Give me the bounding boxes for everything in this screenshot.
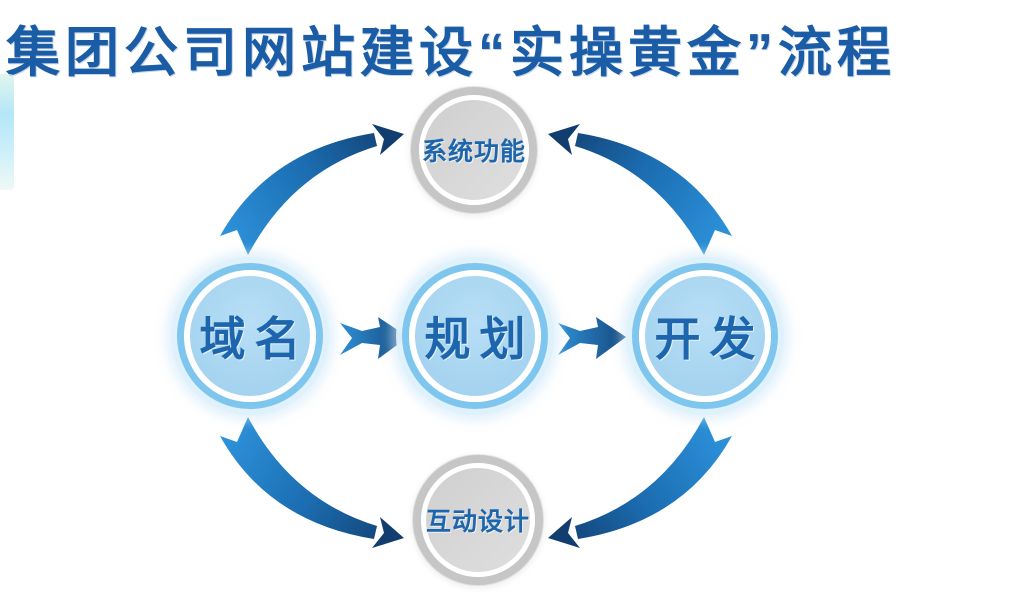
node-planning-label: 规划 xyxy=(424,313,535,365)
page-title: 集团公司网站建设“实操黄金”流程 xyxy=(6,23,896,83)
straight-arrow-domain-to-planning xyxy=(340,317,408,359)
node-system-functions-label: 系统功能 xyxy=(422,138,527,166)
node-interaction-design: 互动设计 xyxy=(421,463,535,577)
node-planning: 规划 xyxy=(409,270,541,402)
node-domain-label: 域名 xyxy=(199,313,310,365)
node-system-functions: 系统功能 xyxy=(419,95,529,205)
straight-arrow-planning-to-development xyxy=(558,317,626,359)
node-domain: 域名 xyxy=(184,270,316,402)
node-development-label: 开发 xyxy=(654,313,765,365)
node-development: 开发 xyxy=(639,270,771,402)
curved-arrow-domain-to-interaction xyxy=(220,417,404,548)
node-interaction-design-label: 互动设计 xyxy=(426,508,531,536)
curved-arrow-development-to-system xyxy=(548,124,732,255)
curved-arrow-development-to-interaction xyxy=(548,417,732,548)
curved-arrow-domain-to-system xyxy=(220,124,404,255)
left-edge-artifact xyxy=(0,74,14,190)
